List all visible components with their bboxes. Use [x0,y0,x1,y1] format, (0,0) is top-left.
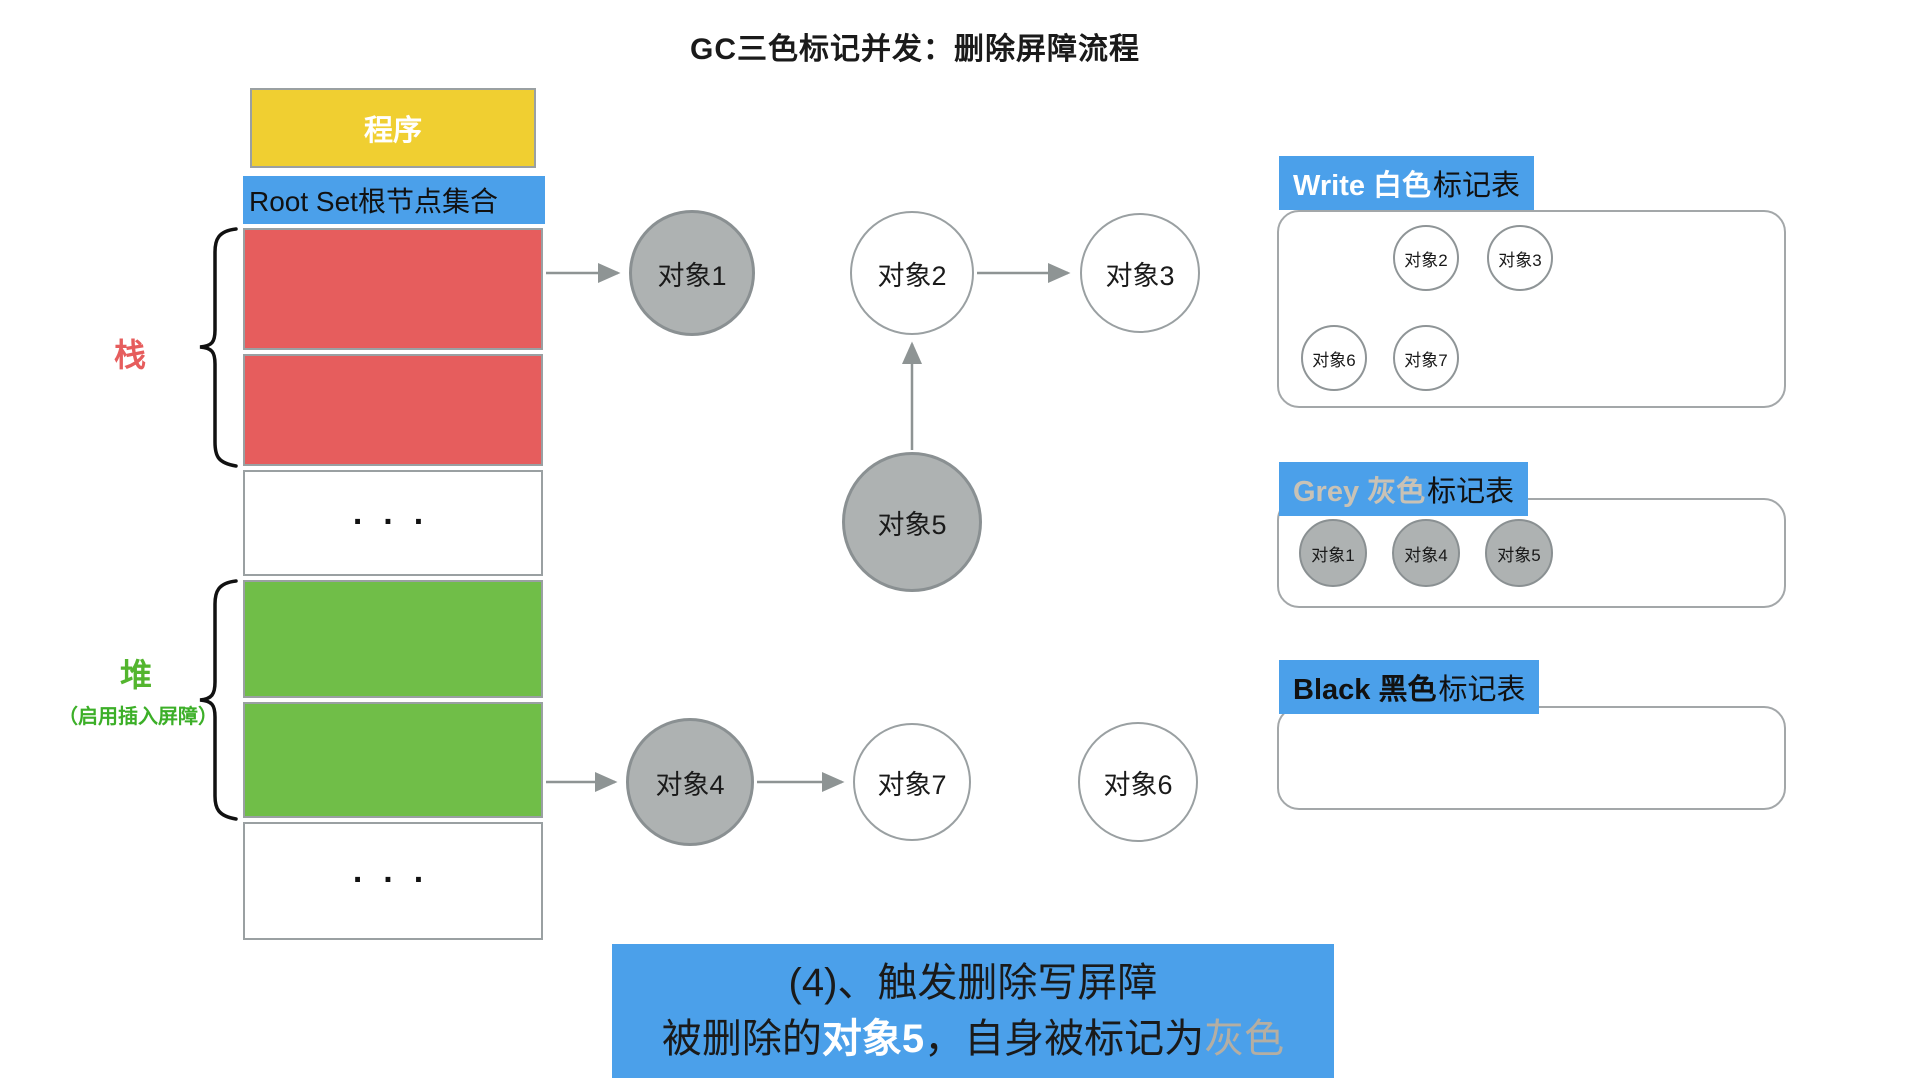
ellipsis-dots: ... [347,855,439,893]
caption-line2-part: ，自身被标记为 [924,1017,1205,1061]
node-obj5: 对象5 [842,452,982,592]
black-table-title-en: Black 黑色 [1293,674,1437,706]
item-label: 对象4 [1404,545,1448,565]
caption-line2: 被删除的对象5，自身被标记为灰色 [662,1015,1284,1063]
node-obj1: 对象1 [629,210,755,336]
item-label: 对象7 [1404,350,1448,370]
white-table-item: 对象6 [1301,325,1367,391]
node-obj2: 对象2 [850,211,974,335]
item-label: 对象2 [1404,250,1448,270]
grey-table-header: Grey 灰色标记表 [1279,462,1529,516]
heap-note: （启用插入屏障） [58,706,218,728]
white-table-header: Write 白色标记表 [1279,156,1535,210]
grey-table-item: 对象1 [1299,519,1367,587]
node-obj7: 对象7 [853,723,971,841]
root-set-bar: Root Set根节点集合 [243,176,545,224]
heap-slot-2 [243,702,543,818]
ellipsis-dots: ... [347,497,439,535]
root-set-label: Root Set根节点集合 [249,186,498,217]
grey-table-item: 对象5 [1485,519,1553,587]
white-table-title-en: Write 白色 [1293,170,1432,202]
node-obj6: 对象6 [1078,722,1198,842]
node-label: 对象2 [877,260,947,291]
node-label: 对象3 [1105,260,1175,291]
caption-box: (4)、触发删除写屏障 被删除的对象5，自身被标记为灰色 [612,944,1334,1078]
stack-brace [199,227,238,468]
node-label: 对象4 [655,769,725,800]
program-label: 程序 [363,115,422,147]
stack-slot-2 [243,354,543,466]
white-table-item: 对象7 [1393,325,1459,391]
heap-slot-1 [243,580,543,698]
grey-table-item: 对象4 [1392,519,1460,587]
caption-line2-part-obj5: 对象5 [821,1017,925,1061]
black-table [1277,706,1786,810]
black-table-title-cn: 标记表 [1438,674,1526,706]
node-label: 对象6 [1103,769,1173,800]
page-title: GC三色标记并发：删除屏障流程 [690,33,1140,66]
white-table-item: 对象3 [1487,225,1553,291]
heap-label: 堆 [119,657,152,693]
program-block: 程序 [250,88,536,168]
node-label: 对象1 [657,260,727,291]
node-label: 对象7 [877,769,947,800]
node-obj4: 对象4 [626,718,754,846]
item-label: 对象5 [1497,545,1541,565]
item-label: 对象6 [1312,350,1356,370]
caption-line2-part-grey: 灰色 [1204,1017,1285,1061]
stack-slot-1 [243,228,543,350]
white-table-item: 对象2 [1393,225,1459,291]
stack-label: 栈 [113,337,146,373]
node-label: 对象5 [877,509,947,540]
white-table-title-cn: 标记表 [1433,170,1521,202]
caption-line2-part: 被删除的 [661,1017,822,1061]
black-table-header: Black 黑色标记表 [1279,660,1540,714]
grey-table-title-cn: 标记表 [1427,476,1515,508]
grey-table-title-en: Grey 灰色 [1293,476,1426,508]
node-obj3: 对象3 [1080,213,1200,333]
item-label: 对象1 [1311,545,1355,565]
heap-brace [199,579,238,821]
ellipsis-block-2: ... [243,822,543,940]
ellipsis-block-1: ... [243,470,543,576]
item-label: 对象3 [1498,250,1542,270]
caption-line1: (4)、触发删除写屏障 [788,961,1158,1005]
